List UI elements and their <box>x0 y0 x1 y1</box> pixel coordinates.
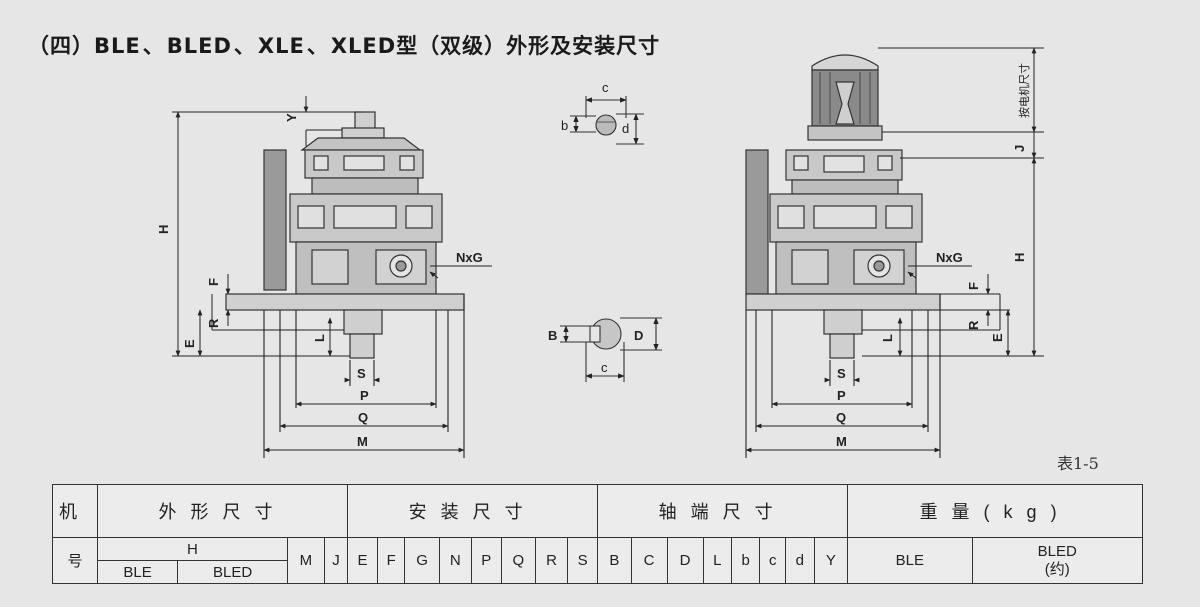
label-L: L <box>312 334 327 342</box>
col-H: H <box>97 537 288 561</box>
col-C: C <box>630 537 668 584</box>
label-M: M <box>357 434 368 449</box>
col-G: G <box>404 537 440 584</box>
label-b-top: b <box>561 118 568 133</box>
label-S-right: S <box>837 366 846 381</box>
label-d-top: d <box>622 121 629 136</box>
label-NxG: NxG <box>456 250 483 265</box>
col-weight-approx-label: (约) <box>1044 560 1070 578</box>
label-R-right: R <box>966 320 981 330</box>
label-H: H <box>156 225 171 234</box>
col-c: c <box>759 537 787 584</box>
left-dimension-labels: Y H F R E L NxG S P Q M <box>156 113 483 449</box>
col-weight-ble: BLE <box>847 537 973 584</box>
col-H-ble: BLE <box>96 560 179 584</box>
technical-drawing: Y H F R E L NxG S P Q M c b d <box>156 47 1044 458</box>
page-heading: （四）BLE、BLED、XLE、XLED型（双级）外形及安装尺寸 <box>28 30 660 60</box>
col-M: M <box>286 537 325 584</box>
col-b: b <box>730 537 761 584</box>
label-H-right: H <box>1012 253 1027 262</box>
shaft-key-top-labels: c b d <box>561 80 629 136</box>
left-reducer-drawing <box>225 111 465 458</box>
label-F-right: F <box>966 282 981 290</box>
heading-model: XLE <box>257 34 305 58</box>
shaft-key-bottom <box>560 317 662 382</box>
right-reducer-drawing <box>745 54 941 458</box>
col-L: L <box>702 537 732 584</box>
col-d: d <box>785 537 815 584</box>
heading-separator: 、 <box>142 34 165 58</box>
label-S: S <box>357 366 366 381</box>
label-Q-right: Q <box>836 410 846 425</box>
col-model-top: 机 <box>52 484 98 538</box>
label-c-bottom: c <box>601 360 608 375</box>
label-c-top: c <box>602 80 609 95</box>
label-J: J <box>1012 145 1027 152</box>
heading-model: BLE <box>94 34 141 58</box>
right-dimensions <box>745 47 1044 453</box>
left-dimensions <box>172 96 492 453</box>
group-outline-dimensions: 外形尺寸 <box>96 484 349 538</box>
label-E-right: E <box>990 333 1005 342</box>
label-Q: Q <box>358 410 368 425</box>
col-S: S <box>567 537 599 584</box>
group-shaft-dimensions: 轴端尺寸 <box>597 484 849 538</box>
label-D-bottom: D <box>634 328 643 343</box>
right-dimension-labels: 按电机尺寸 J H F R E L NxG S P Q M <box>836 63 1031 449</box>
col-D: D <box>666 537 704 584</box>
col-J: J <box>323 537 349 584</box>
group-install-dimensions: 安装尺寸 <box>347 484 599 538</box>
col-Y: Y <box>813 537 849 584</box>
label-F: F <box>206 278 221 286</box>
col-R: R <box>535 537 569 584</box>
label-Y: Y <box>284 113 299 122</box>
label-L-right: L <box>880 334 895 342</box>
col-B: B <box>597 537 632 584</box>
table-label: 表1-5 <box>1057 454 1099 473</box>
heading-model: BLED <box>166 34 232 58</box>
col-E: E <box>347 537 378 584</box>
heading-prefix: （四） <box>28 34 94 58</box>
heading-model: XLED <box>330 34 397 58</box>
col-P: P <box>470 537 502 584</box>
label-P: P <box>360 388 369 403</box>
col-H-bled: BLED <box>177 560 288 584</box>
col-weight-bled: BLED (约) <box>971 537 1144 584</box>
shaft-key-bottom-labels: B D c <box>548 328 643 375</box>
label-E: E <box>182 339 197 348</box>
label-M-right: M <box>836 434 847 449</box>
shaft-key-top <box>570 96 644 145</box>
table-header-row-1: 机 外形尺寸 安装尺寸 轴端尺寸 重量(kg) <box>52 484 1143 538</box>
label-R: R <box>206 318 221 328</box>
col-Q: Q <box>500 537 537 584</box>
label-B-bottom: B <box>548 328 557 343</box>
table-header-row-2: 号 H M J E F G N P Q R S B C D L b c d Y … <box>52 537 1144 584</box>
right-motor-plate <box>745 149 769 295</box>
col-N: N <box>438 537 472 584</box>
col-F: F <box>376 537 406 584</box>
col-model-bottom: 号 <box>52 537 98 584</box>
heading-separator: 、 <box>306 34 329 58</box>
label-NxG-right: NxG <box>936 250 963 265</box>
motor-size-note: 按电机尺寸 <box>1017 63 1031 118</box>
dimension-table: 机 外形尺寸 安装尺寸 轴端尺寸 重量(kg) 号 H M J E F G N … <box>52 484 1144 584</box>
group-weight: 重量(kg) <box>847 484 1143 538</box>
col-weight-bled-label: BLED <box>1037 542 1077 560</box>
heading-suffix: 型（双级）外形及安装尺寸 <box>396 34 661 58</box>
left-motor-plate <box>263 149 287 291</box>
heading-separator: 、 <box>233 34 256 58</box>
label-P-right: P <box>837 388 846 403</box>
table-header-row-3: BLE BLED <box>53 560 1143 584</box>
